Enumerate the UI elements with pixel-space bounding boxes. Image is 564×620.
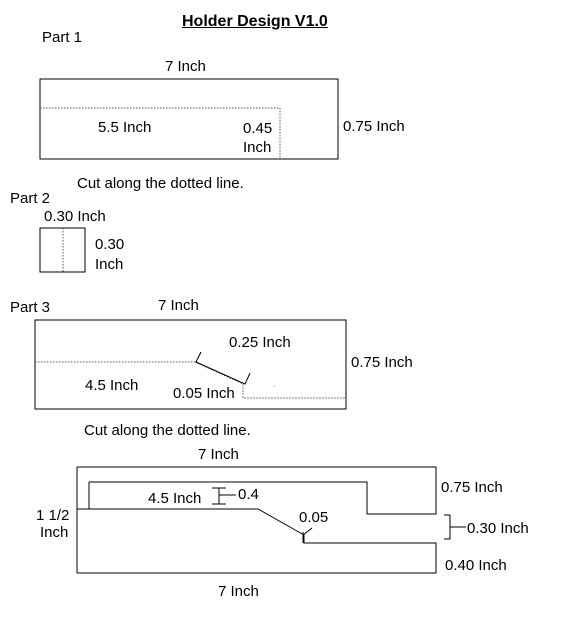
part3-inner-length-label: 4.5 Inch — [85, 377, 139, 394]
assembly-bottom-height-label: 0.40 Inch — [445, 557, 507, 574]
assembly-bottom-length-label: 7 Inch — [218, 583, 259, 600]
part3-slope-dimension — [195, 351, 251, 385]
page-title: Holder Design V1.0 — [182, 13, 328, 30]
assembly-slot-height-label: 0.4 — [238, 486, 259, 503]
part3-height-label: 0.75 Inch — [351, 354, 413, 371]
assembly-total-height-unit: Inch — [40, 524, 69, 541]
assembly-total-height-value: 1 1/2 — [36, 507, 70, 524]
assembly-middle-height-label: 0.30 Inch — [467, 520, 529, 537]
part1-height-label: 0.75 Inch — [343, 118, 405, 135]
assembly-drawing — [76, 466, 466, 574]
part3-label: Part 3 — [10, 299, 51, 316]
part3-length-label: 7 Inch — [158, 297, 199, 314]
part1-notch-width-unit: Inch — [243, 139, 272, 156]
part2-height-unit: Inch — [95, 256, 124, 273]
part1-inner-length-label: 5.5 Inch — [98, 119, 152, 136]
part3-cut-line — [35, 361, 346, 399]
assembly-slot-length-label: 4.5 Inch — [148, 490, 202, 507]
part1-label: Part 1 — [42, 29, 83, 46]
part3-step-label: 0.05 Inch — [173, 385, 235, 402]
part1-cut-line — [40, 107, 281, 159]
part3-slope-label: 0.25 Inch — [229, 334, 291, 351]
part2-height-value: 0.30 — [95, 236, 125, 253]
assembly-top-length-label: 7 Inch — [198, 446, 239, 463]
part3-outline — [34, 319, 347, 410]
part1-length-label: 7 Inch — [165, 58, 206, 75]
part1-cut-note: Cut along the dotted line. — [77, 175, 244, 192]
part3-cut-note: Cut along the dotted line. — [84, 422, 251, 439]
part1-outline — [39, 78, 339, 160]
assembly-top-height-label: 0.75 Inch — [441, 479, 503, 496]
part1-notch-width-value: 0.45 — [243, 120, 273, 137]
assembly-step-label: 0.05 — [299, 509, 329, 526]
part2-width-label: 0.30 Inch — [44, 208, 106, 225]
part2-label: Part 2 — [10, 190, 51, 207]
